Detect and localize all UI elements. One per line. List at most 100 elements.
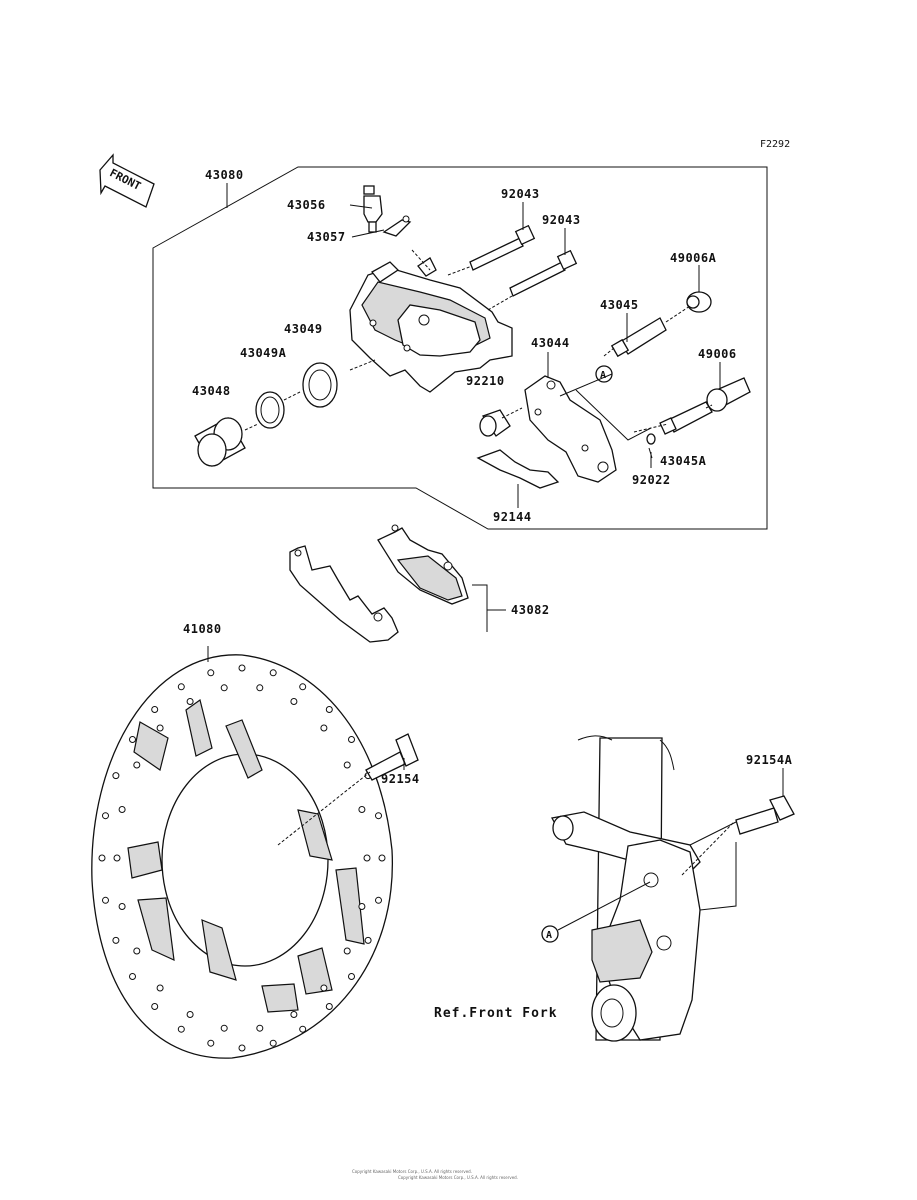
disc-hole <box>151 1003 159 1010</box>
disc-hole <box>177 683 185 691</box>
caliper-bracket <box>524 375 617 483</box>
brake-pad <box>377 524 469 605</box>
disc-hole <box>156 724 164 732</box>
part-43056: 43056 <box>287 198 326 212</box>
disc-hole <box>112 936 120 944</box>
caliper-bolt-lower <box>509 249 578 297</box>
footer-copyright-2: Copyright Kawasaki Motors Corp., U.S.A. … <box>398 1175 518 1180</box>
part-43045: 43045 <box>600 298 639 312</box>
disc-hole <box>290 698 298 705</box>
disc-hole <box>238 664 246 672</box>
disc-hole <box>98 854 106 862</box>
part-92022: 92022 <box>632 473 671 487</box>
disc-hole <box>133 761 141 769</box>
bleeder-valve <box>363 185 383 233</box>
disc-hole <box>186 1011 194 1018</box>
part-43080: 43080 <box>205 168 244 182</box>
disc-hole <box>299 683 307 691</box>
part-49006: 49006 <box>698 347 737 361</box>
part-43049a: 43049A <box>240 346 287 360</box>
disc-hole <box>320 724 328 732</box>
dust-seal <box>255 391 285 429</box>
caliper-bolt-upper <box>469 224 536 271</box>
part-43082: 43082 <box>511 603 550 617</box>
part-92043-lower: 92043 <box>542 213 581 227</box>
disc-hole <box>113 854 121 862</box>
brake-disc <box>91 654 393 1059</box>
bleeder-cap <box>382 215 412 237</box>
part-43049: 43049 <box>284 322 323 336</box>
disc-hole <box>177 1025 185 1033</box>
disc-hole <box>363 854 371 862</box>
leader-lines <box>207 183 784 931</box>
disc-hole <box>256 1024 264 1032</box>
front-arrow-icon: FRONT <box>99 153 155 208</box>
part-43048: 43048 <box>192 384 231 398</box>
disc-hole <box>343 761 351 769</box>
part-43044: 43044 <box>531 336 570 350</box>
washer <box>646 433 656 445</box>
disc-hole <box>220 684 228 692</box>
disc-hole <box>118 806 126 813</box>
piston-seal <box>302 362 338 408</box>
footer-copyright-1: Copyright Kawasaki Motors Corp., U.S.A. … <box>352 1169 472 1174</box>
diagram-code: F2292 <box>760 139 790 150</box>
ref-front-fork-label: Ref.Front Fork <box>434 1006 558 1021</box>
disc-hole <box>320 984 328 992</box>
part-92154: 92154 <box>381 772 420 786</box>
disc-hole <box>269 669 277 677</box>
disc-hole <box>358 903 366 910</box>
part-49006a: 49006A <box>670 251 717 265</box>
disc-hole <box>207 669 215 677</box>
disc-hole <box>238 1044 246 1052</box>
disc-hole <box>343 947 351 955</box>
caliper-body <box>349 257 513 393</box>
slide-pin-upper <box>610 317 667 358</box>
part-92144: 92144 <box>493 510 532 524</box>
disc-hole <box>156 984 164 992</box>
disc-hole <box>112 772 120 780</box>
part-92043-upper: 92043 <box>501 187 540 201</box>
part-92154a: 92154A <box>746 753 793 767</box>
disc-hole <box>207 1039 215 1047</box>
part-92210: 92210 <box>466 374 505 388</box>
disc-hole <box>325 1003 333 1010</box>
disc-hole <box>102 812 109 820</box>
part-43045a: 43045A <box>660 454 707 468</box>
piston <box>194 417 246 467</box>
caliper-mount-bolt <box>735 795 795 835</box>
disc-hole <box>269 1039 277 1047</box>
disc-hole <box>348 736 355 743</box>
slide-pin-lower <box>659 401 713 435</box>
sleeve <box>479 409 511 437</box>
pad-spring <box>476 449 560 489</box>
callout-a-lower: A <box>541 925 559 943</box>
disc-hole <box>129 736 136 743</box>
rubber-boot-upper <box>686 291 712 313</box>
brake-pad-shim <box>289 545 399 643</box>
rubber-boot-lower <box>706 377 751 412</box>
disc-hole <box>129 973 136 980</box>
caliper-assembly-outline <box>152 166 768 530</box>
disc-hole <box>325 706 333 713</box>
part-41080: 41080 <box>183 622 222 636</box>
disc-hole <box>378 854 386 862</box>
disc-hole <box>186 698 194 705</box>
svg-text:A: A <box>600 370 606 381</box>
disc-hole <box>102 896 109 904</box>
disc-hole <box>348 973 355 980</box>
disc-hole <box>375 896 382 904</box>
disc-hole <box>151 706 159 713</box>
disc-bolt <box>365 733 419 781</box>
disc-hole <box>256 684 264 692</box>
disc-hole <box>118 903 126 910</box>
disc-hole <box>133 947 141 955</box>
disc-hole <box>290 1011 298 1018</box>
disc-hole <box>375 812 382 820</box>
disc-hole <box>364 936 372 944</box>
disc-hole <box>299 1025 307 1033</box>
svg-text:A: A <box>546 930 552 941</box>
disc-hole <box>220 1024 228 1032</box>
part-43057: 43057 <box>307 230 346 244</box>
front-fork-leg <box>551 735 701 1042</box>
